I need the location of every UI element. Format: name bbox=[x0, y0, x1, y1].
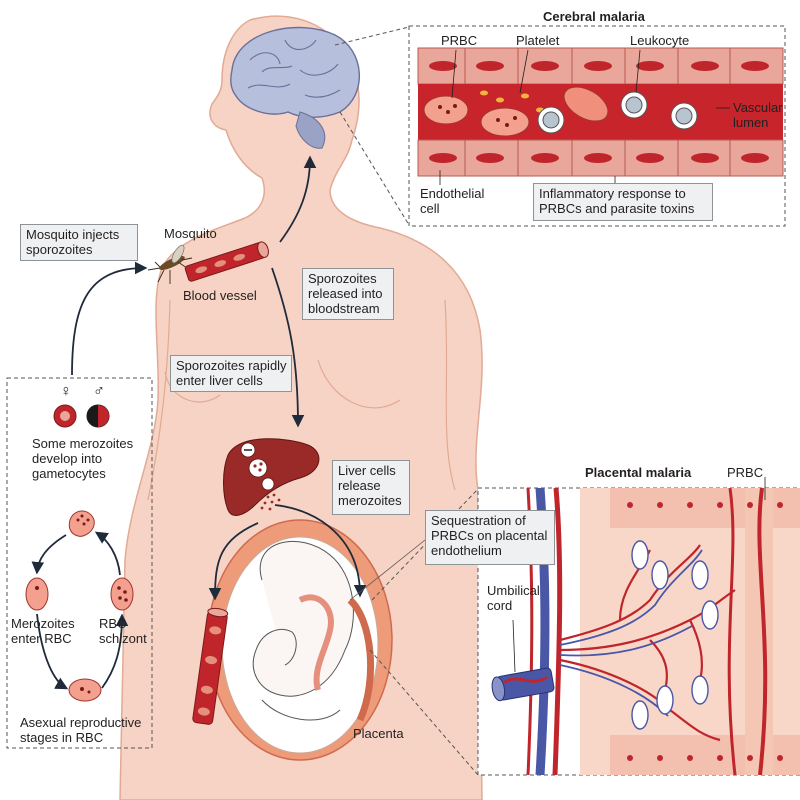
placental-malaria-title: Placental malaria bbox=[585, 465, 692, 480]
rbc-schizont-label: RBC schizont bbox=[99, 616, 147, 646]
leukocyte-label: Leukocyte bbox=[630, 33, 690, 48]
sporozoites-enter-liver-box: Sporozoites rapidly enter liver cells bbox=[170, 355, 292, 392]
asexual-stages-label: Asexual reproductive stages in RBC bbox=[20, 715, 142, 745]
life-cycle-panel bbox=[6, 377, 153, 749]
gametocytes-label: Some merozoites develop into gametocytes bbox=[32, 436, 134, 481]
sporozoites-released-box: Sporozoites released into bloodstream bbox=[302, 268, 394, 320]
placental-prbc-label: PRBC bbox=[727, 465, 764, 480]
brain bbox=[230, 26, 361, 149]
merozoites-enter-rbc-label: Merozoites enter RBC bbox=[11, 616, 75, 646]
sequestration-box: Sequestration of PRBCs on placental endo… bbox=[425, 510, 555, 565]
cerebral-malaria-title: Cerebral malaria bbox=[543, 9, 645, 24]
liver bbox=[223, 438, 320, 516]
blood-vessel-label: Blood vessel bbox=[183, 288, 257, 303]
mosquito-label: Mosquito bbox=[164, 226, 217, 241]
inflammatory-response-box: Inflammatory response to PRBCs and paras… bbox=[533, 183, 713, 221]
female-symbol: ♀ bbox=[60, 383, 72, 400]
blood-vessel bbox=[184, 241, 269, 282]
human-body bbox=[119, 15, 483, 800]
uterus-fetus bbox=[207, 519, 393, 761]
liver-release-merozoites-box: Liver cells release merozoites bbox=[332, 460, 410, 515]
mosquito bbox=[147, 244, 193, 284]
cerebral-prbc-label: PRBC bbox=[441, 33, 478, 48]
placenta-label: Placenta bbox=[353, 726, 404, 741]
platelet-label: Platelet bbox=[516, 33, 560, 48]
vascular-lumen-label: Vascular lumen bbox=[733, 100, 783, 130]
placental-malaria-panel bbox=[477, 477, 800, 776]
endothelial-cell-label: Endothelial cell bbox=[420, 186, 485, 216]
mosquito-injects-box: Mosquito injects sporozoites bbox=[20, 224, 138, 261]
rbc-vessel bbox=[192, 607, 229, 725]
umbilical-cord-label: Umbilical cord bbox=[487, 583, 540, 613]
male-symbol: ♂ bbox=[93, 383, 105, 400]
flow-arrows bbox=[71, 155, 367, 601]
